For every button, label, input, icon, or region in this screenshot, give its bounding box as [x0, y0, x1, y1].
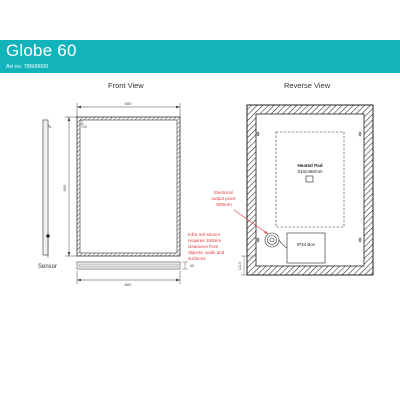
hanging-brackets — [256, 131, 362, 243]
ip44-box — [286, 232, 326, 264]
article-number: Art no. 78600000 — [6, 64, 49, 70]
front-plan-view — [76, 261, 188, 270]
front-dim-inset-label: 10 — [83, 125, 87, 129]
infrared-line-5: surfaces — [188, 256, 206, 261]
svg-text:Electrical output point: Electrical output point 500mm — [211, 190, 236, 207]
heated-pad-connector — [305, 175, 314, 183]
electrical-line-1: Electrical — [214, 190, 233, 195]
reverse-dim-small — [241, 255, 256, 276]
front-mirror — [76, 116, 181, 257]
front-view-title: Front View — [108, 81, 144, 90]
heated-pad-title: Heated Pad — [297, 163, 322, 168]
front-side-profile — [42, 119, 52, 258]
svg-text:Infra red sensor require: Infra red sensor requires 150mm clearanc… — [188, 232, 226, 261]
infrared-line-4: objects, walls and — [188, 250, 225, 255]
sensor-label: Sensor — [38, 264, 57, 270]
cable-coil-icon — [264, 232, 288, 249]
electrical-note: Electrical output point 500mm — [211, 190, 269, 235]
reverse-dim-small-label: 112.5 — [238, 262, 242, 270]
infrared-line-2: requires 150mm — [188, 238, 221, 243]
front-dim-height — [65, 116, 77, 257]
front-dim-depth-label: 40 — [190, 264, 194, 268]
heated-pad-outline — [275, 131, 345, 228]
infrared-line-3: clearance from — [188, 244, 219, 249]
electrical-line-2: output point — [211, 196, 236, 201]
header-banner — [0, 40, 400, 73]
front-dim-top — [76, 103, 181, 117]
front-dim-top-label: 600 — [125, 101, 132, 106]
infrared-note: Infra red sensor requires 150mm clearanc… — [188, 232, 226, 261]
front-dim-inset — [80, 120, 84, 128]
heated-pad-size: 310x450mm — [297, 169, 322, 174]
infrared-line-1: Infra red sensor — [188, 232, 221, 237]
front-dim-bottom — [76, 271, 181, 284]
ip44-label: IP44 Box — [297, 242, 316, 247]
front-dim-bottom-label: 600 — [125, 282, 132, 287]
sensor-dot — [46, 234, 50, 238]
reverse-view-title: Reverse View — [284, 81, 331, 90]
product-title: Globe 60 — [6, 41, 77, 60]
front-dim-height-label: 800 — [62, 184, 67, 191]
electrical-line-3: 500mm — [216, 202, 231, 207]
